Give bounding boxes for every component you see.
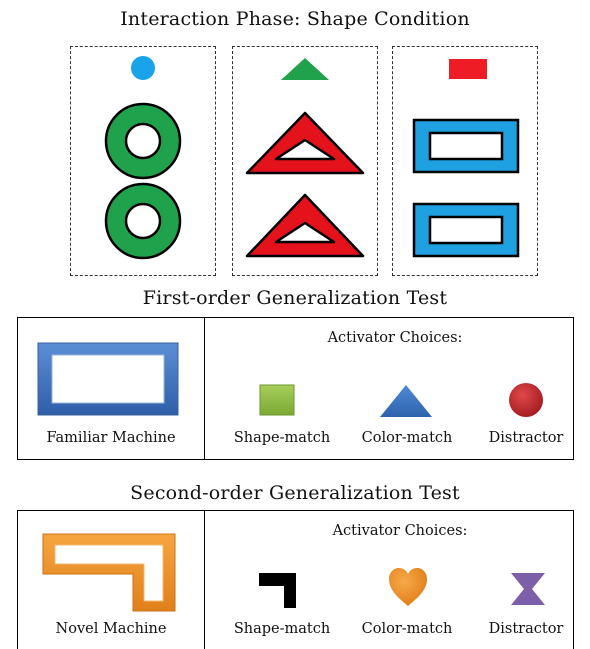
second-order-choices-heading: Activator Choices: xyxy=(332,523,468,539)
orange-heart-choice-icon xyxy=(389,568,427,606)
novel-machine-icon xyxy=(42,533,176,612)
green-ring-machine-icon xyxy=(104,182,182,260)
red-rectangle-activator-icon xyxy=(449,59,487,79)
novel-machine-label: Novel Machine xyxy=(55,621,167,637)
interaction-panel-triangle xyxy=(232,46,378,276)
blue-circle-activator-icon xyxy=(131,56,155,80)
green-ring-machine-icon xyxy=(104,102,182,180)
choice-label-color-match: Color-match xyxy=(361,621,453,637)
first-order-divider xyxy=(204,318,205,459)
choice-label-color-match: Color-match xyxy=(361,430,453,446)
red-triangle-machine-icon xyxy=(245,193,365,258)
interaction-panel-circle xyxy=(70,46,216,276)
interaction-panel-rectangle xyxy=(392,46,538,276)
blue-rectangle-machine-icon xyxy=(412,118,520,174)
purple-bowtie-choice-icon xyxy=(511,573,545,605)
first-order-title: First-order Generalization Test xyxy=(142,287,448,309)
blue-rectangle-machine-icon xyxy=(412,202,520,258)
black-l-shape-choice-icon xyxy=(259,573,296,608)
green-triangle-activator-icon xyxy=(281,58,329,80)
red-circle-choice-icon xyxy=(509,383,543,417)
choice-label-distractor: Distractor xyxy=(488,430,564,446)
second-order-box: Novel Machine Activator Choices: Shape-m… xyxy=(17,510,574,649)
blue-triangle-choice-icon xyxy=(380,385,432,417)
choice-label-distractor: Distractor xyxy=(488,621,564,637)
familiar-machine-label: Familiar Machine xyxy=(46,430,176,446)
first-order-choices-heading: Activator Choices: xyxy=(327,330,463,346)
choice-label-shape-match: Shape-match xyxy=(233,621,331,637)
first-order-box: Familiar Machine Activator Choices: xyxy=(17,317,574,460)
red-triangle-machine-icon xyxy=(245,111,365,175)
second-order-divider xyxy=(204,511,205,649)
familiar-machine-icon xyxy=(37,342,179,416)
interaction-phase-title: Interaction Phase: Shape Condition xyxy=(120,8,470,30)
green-square-choice-icon xyxy=(259,384,295,416)
second-order-title: Second-order Generalization Test xyxy=(130,482,460,504)
choice-label-shape-match: Shape-match xyxy=(233,430,331,446)
